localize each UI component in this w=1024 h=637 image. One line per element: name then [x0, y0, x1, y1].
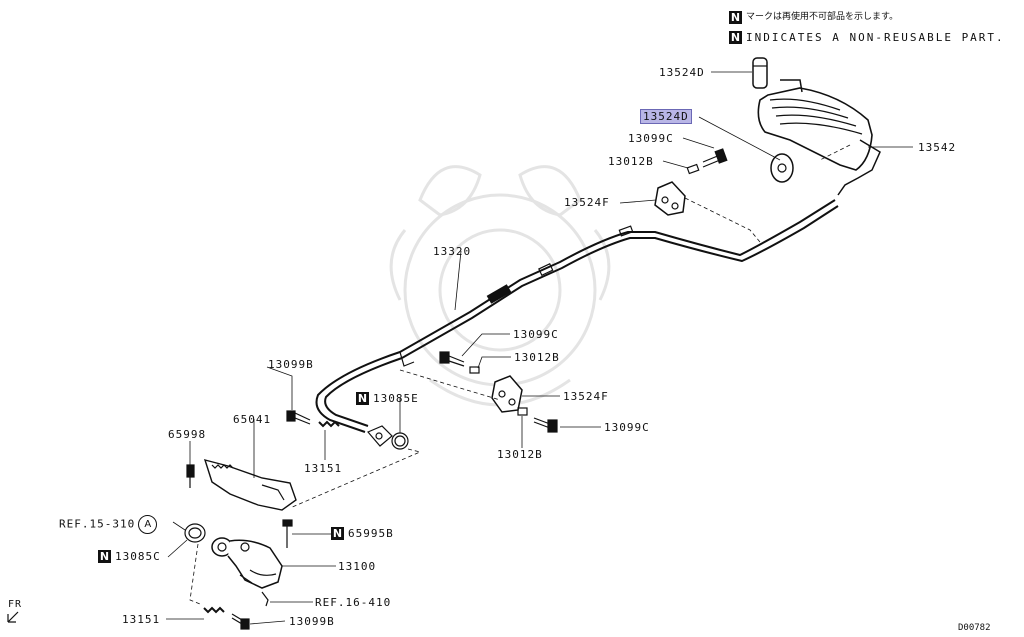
part-label-13524D-highlighted[interactable]: 13524D	[640, 109, 692, 124]
part-number: 65995B	[348, 527, 394, 540]
assembly-dash-lines	[189, 144, 851, 605]
muffler-13542	[757, 79, 881, 196]
spring-13151-upper	[318, 420, 340, 428]
bolt-13099B-upper	[286, 410, 311, 425]
part-number: 13085C	[115, 550, 161, 563]
part-label-65041[interactable]: 65041	[233, 413, 272, 426]
bolt-13099C-mid	[439, 351, 465, 367]
hanger-rubber-13524D-top	[752, 57, 768, 89]
legend-en: N INDICATES A NON-REUSABLE PART.	[729, 31, 1005, 44]
part-label-13151-upper[interactable]: 13151	[304, 462, 343, 475]
part-label-65995B[interactable]: N 65995B	[331, 527, 394, 540]
drawing-number: D00782	[958, 623, 991, 633]
part-label-13012B-upper[interactable]: 13012B	[608, 155, 654, 168]
tailpipe-13320	[315, 199, 839, 433]
ref-circle-a: A	[138, 515, 158, 534]
catalytic-converter-13100	[211, 537, 283, 589]
hanger-rubber-13524D	[770, 153, 794, 183]
stud-65995B	[282, 519, 293, 548]
part-label-13542[interactable]: 13542	[918, 141, 957, 154]
part-label-13100[interactable]: 13100	[338, 560, 377, 573]
front-direction-arrow	[7, 611, 19, 623]
front-label: FR	[8, 599, 23, 610]
part-label-13085E[interactable]: N 13085E	[356, 392, 419, 405]
ref-16-410-bolt	[261, 591, 269, 607]
part-label-13099C-lower[interactable]: 13099C	[604, 421, 650, 434]
part-label-13099C-upper[interactable]: 13099C	[628, 132, 674, 145]
non-reusable-mark: N	[729, 11, 742, 24]
part-label-65998[interactable]: 65998	[168, 428, 207, 441]
non-reusable-mark: N	[356, 392, 369, 405]
gasket-13085E	[391, 432, 409, 450]
bolt-13099B-lower	[231, 613, 250, 630]
part-label-13524F-upper[interactable]: 13524F	[564, 196, 610, 209]
part-number: 13085E	[373, 392, 419, 405]
part-label-13524F-lower[interactable]: 13524F	[563, 390, 609, 403]
bushing-13012B-mid	[469, 366, 480, 374]
non-reusable-mark: N	[98, 550, 111, 563]
spring-13151-lower	[203, 606, 225, 614]
part-label-13099B-upper[interactable]: 13099B	[268, 358, 314, 371]
hanger-rubber-13524F-upper	[654, 181, 686, 216]
part-label-13099C-mid[interactable]: 13099C	[513, 328, 559, 341]
bolt-13099C-lower	[533, 417, 558, 433]
legend-jp: N マークは再使用不可部品を示します。	[729, 11, 898, 24]
legend-en-text: INDICATES A NON-REUSABLE PART.	[746, 31, 1005, 44]
flange-joint	[367, 425, 393, 447]
leader-lines	[166, 71, 913, 625]
bolt-13099C-upper	[702, 148, 728, 168]
gasket-13085C	[184, 523, 206, 543]
part-label-13099B-lower[interactable]: 13099B	[289, 615, 335, 628]
ref-label-16-410[interactable]: REF.16-410	[315, 596, 392, 609]
part-label-13085C[interactable]: N 13085C	[98, 550, 161, 563]
legend-jp-text: マークは再使用不可部品を示します。	[746, 12, 899, 22]
non-reusable-mark: N	[331, 527, 344, 540]
non-reusable-mark: N	[729, 31, 742, 44]
part-label-13524D-top[interactable]: 13524D	[659, 66, 705, 79]
hanger-rubber-13524F-lower	[491, 375, 523, 413]
part-label-13151-lower[interactable]: 13151	[122, 613, 161, 626]
part-label-13012B-mid[interactable]: 13012B	[514, 351, 560, 364]
bushing-13012B-upper	[686, 163, 700, 175]
bushing-13012B-lower	[517, 407, 528, 416]
part-label-13320[interactable]: 13320	[433, 245, 472, 258]
heat-protector-65041	[203, 459, 297, 511]
bolt-65998	[186, 464, 195, 488]
ref-text: REF.15-310	[59, 517, 136, 531]
part-label-13012B-lower[interactable]: 13012B	[497, 448, 543, 461]
